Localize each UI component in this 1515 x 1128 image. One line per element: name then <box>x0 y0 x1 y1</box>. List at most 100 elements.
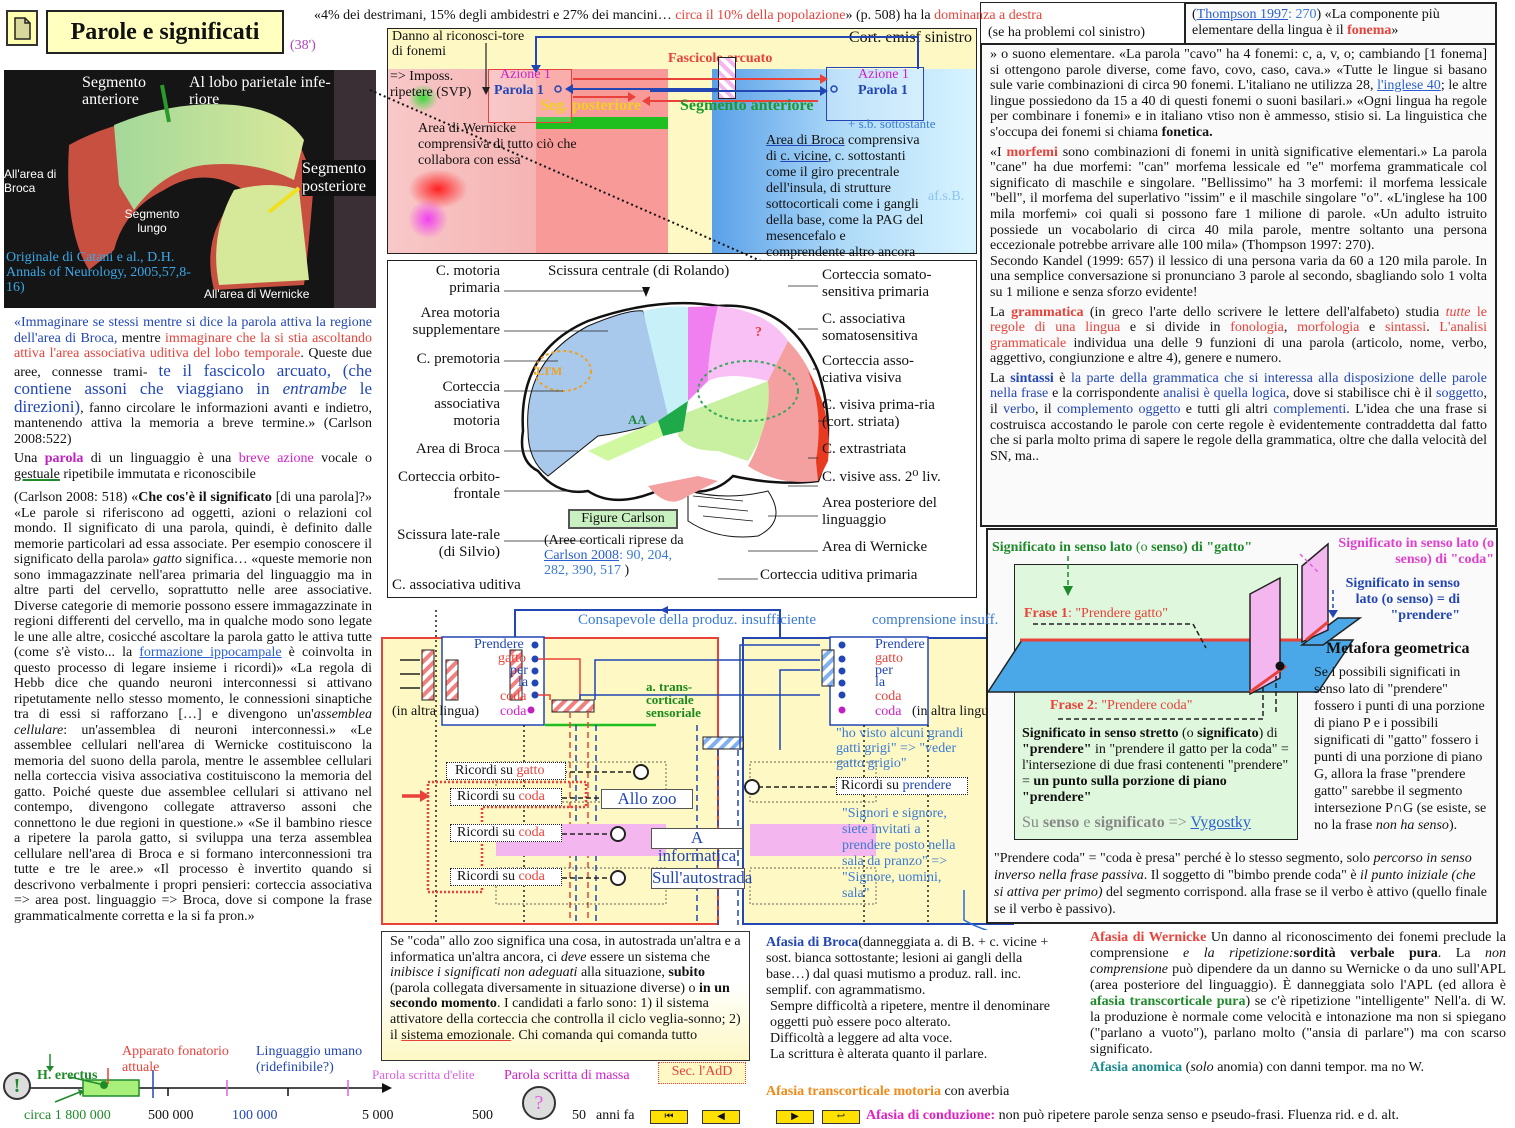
text: ) «La componente più elementare della li… <box>1192 7 1440 38</box>
home-icon-button[interactable] <box>6 10 38 46</box>
prev-page-icon: ◀ <box>717 1111 725 1122</box>
ricordi-coda-2: Ricordi su coda <box>450 824 562 842</box>
text: in "prendere il gatto per la coda" = l'i… <box>1022 742 1289 789</box>
text: Afasia di conduzione: <box>866 1108 996 1123</box>
broca-desc: Area di Broca comprensiva di c. vicine, … <box>766 133 926 261</box>
text: senso <box>1151 540 1183 555</box>
evolution-timeline <box>24 1054 392 1103</box>
quote-note: (se ha problemi col sinistro) <box>988 25 1146 40</box>
text: e la ripetizione: <box>1183 946 1294 961</box>
text: comanda tutto <box>617 1027 698 1043</box>
text: fonologia <box>1230 320 1284 336</box>
arcuate-diagram: Danno al riconosci-tore di fonemi Cort. … <box>387 28 977 260</box>
fonema-term: fonema <box>1347 22 1392 38</box>
exclamation-icon[interactable]: ! <box>3 1072 31 1100</box>
word-right-2: per <box>875 663 893 678</box>
brain-label-right-0: Corteccia somato-sensitiva primaria <box>822 267 932 300</box>
return-button[interactable]: ↩ <box>822 1110 860 1124</box>
arrow-anterior <box>160 84 171 123</box>
question-mark: ? <box>755 325 762 340</box>
thompson-link[interactable]: Thompson 1997 <box>1196 7 1289 22</box>
text: » o suono elementare. «La parola "cavo" … <box>990 47 1487 94</box>
danno-label: Danno al riconosci-tore di fonemi <box>392 29 525 59</box>
prev-page-button[interactable]: ◀ <box>702 1110 740 1124</box>
quote-highlight: dominanza a destra <box>934 8 1043 23</box>
text: ( <box>1182 1060 1191 1075</box>
text: "Prendere coda" = "coda è presa" perché … <box>994 851 1374 866</box>
text: non ha senso <box>1375 818 1449 833</box>
magenta-spot <box>408 199 448 239</box>
arcuate-fasciculus-photo: Segmento anteriore Al lobo parietale inf… <box>4 70 376 308</box>
inhibition-box: Se "coda" allo zoo significa una cosa, i… <box>381 931 750 1061</box>
text: ) di "gatto" <box>1182 540 1253 555</box>
first-page-button[interactable]: ⏮ <box>650 1110 688 1124</box>
right-panel-top-strip: (Thompson 1997: 270) «La componente più … <box>1184 2 1497 44</box>
text: : "Prendere gatto" <box>1067 606 1169 621</box>
question-icon[interactable]: ? <box>522 1086 556 1120</box>
parola-right: Parola 1 <box>858 83 908 98</box>
inglese-link[interactable]: l'inglese 40 <box>1377 78 1441 94</box>
passive-explanation: "Prendere coda" = "coda è presa" perché … <box>994 850 1488 918</box>
word-left-0: Prendere <box>474 637 524 652</box>
text: e si divide in <box>1120 320 1231 336</box>
top-quote: «4% dei destrimani, 15% degli ambidestri… <box>314 8 1042 24</box>
text: Significato in senso lato <box>992 540 1133 555</box>
arrow-posterior <box>267 186 301 214</box>
brain-label-left-2: C. premotoria <box>416 351 500 367</box>
word-right-1: gatto <box>875 651 903 666</box>
right-text-panel: » o suono elementare. «La parola "cavo" … <box>980 43 1497 527</box>
text: . La <box>1437 946 1486 961</box>
formazione-ippocampale-link[interactable]: formazione ippocampale <box>139 645 282 660</box>
wernicke-aphasia: Afasia di Wernicke Un danno al riconosci… <box>1090 930 1506 1076</box>
brain-label-right-7: Area di Wernicke <box>822 539 928 555</box>
sec-add-label: Sec. l'AdD <box>658 1062 746 1084</box>
sb-label: + s.b. sottostante <box>848 116 936 131</box>
figure-carlson-button[interactable]: Figure Carlson <box>568 509 678 529</box>
text: (o <box>1132 540 1152 555</box>
grammatica-term: grammatica <box>1011 304 1084 320</box>
brain-label-left-4: Area di Broca <box>415 441 500 457</box>
afsb-label: af.s.B. <box>928 189 965 204</box>
word-left-5: coda <box>500 704 527 719</box>
imposs-label: => Imposs. ripetere (SVP) <box>390 69 472 100</box>
seg-posteriore-label: Seg. posteriore <box>540 97 642 114</box>
word-right-0: Prendere <box>875 637 925 652</box>
text: Afasia transcorticale motoria <box>766 1084 941 1099</box>
metafora-title: Metafora geometrica <box>1326 640 1470 657</box>
altra-lingua-left: (in altra lingua) <box>392 704 480 719</box>
brain-label-left-6: Scissura late-rale (di Silvio) <box>397 527 500 560</box>
text: vocale o <box>313 451 373 466</box>
text: può dipendere da un danno su Wernicke o … <box>1090 962 1506 993</box>
text: (Aree corticali riprese da <box>544 533 684 548</box>
brain-label-left-0: C. motoria primaria <box>435 263 500 296</box>
text: ) se c'è ripetizione "intelligente" Nell… <box>1090 994 1506 1057</box>
text: La <box>990 370 1011 386</box>
context-informatica: A informatica <box>651 828 743 865</box>
text: senso <box>1042 814 1080 831</box>
text: H. erectus <box>37 1068 98 1083</box>
vygotsky-line: Su senso e significato => Vygostky <box>1022 814 1251 832</box>
text: Ricordi su <box>457 789 519 804</box>
carlson-link[interactable]: Carlson 2008 <box>544 548 620 563</box>
text: fonetica. <box>1161 124 1213 140</box>
first-page-icon: ⏮ <box>664 1111 674 1122</box>
linguaggio-label: Linguaggio umano (ridefinibile?) <box>256 1044 363 1075</box>
massa-label: Parola scritta di massa <box>504 1068 630 1083</box>
text: ripetibile immutata e riconoscibile <box>59 466 256 482</box>
brain-diagram: C. motoria primaria Area motoria supplem… <box>387 260 977 598</box>
text: significato <box>1197 726 1259 741</box>
tick-label-4: 500 <box>472 1108 493 1123</box>
text: alla situazione, <box>577 965 669 981</box>
frase2-label: Frase 2: "Prendere coda" <box>1050 698 1192 714</box>
text: coda <box>518 789 545 804</box>
text: Significato in senso stretto <box>1022 726 1179 741</box>
ricordi-gatto: Ricordi su gatto <box>446 762 566 780</box>
vygotsky-link[interactable]: Vygostky <box>1190 814 1251 831</box>
label-segmento-posteriore: Segmento posteriore <box>302 160 376 196</box>
broca-aphasia: Afasia di Broca(danneggiata a. di B. + c… <box>766 935 1068 1063</box>
next-page-button[interactable]: ▶ <box>776 1110 814 1124</box>
text: Difficoltà a leggere ad alta voce. <box>770 1031 953 1046</box>
text: sono combinazioni di fonemi in unità sig… <box>990 144 1487 254</box>
label-segmento-lungo: Segmento lungo <box>124 207 180 235</box>
brain-label-left-5: Corteccia orbito-frontale <box>397 469 500 502</box>
